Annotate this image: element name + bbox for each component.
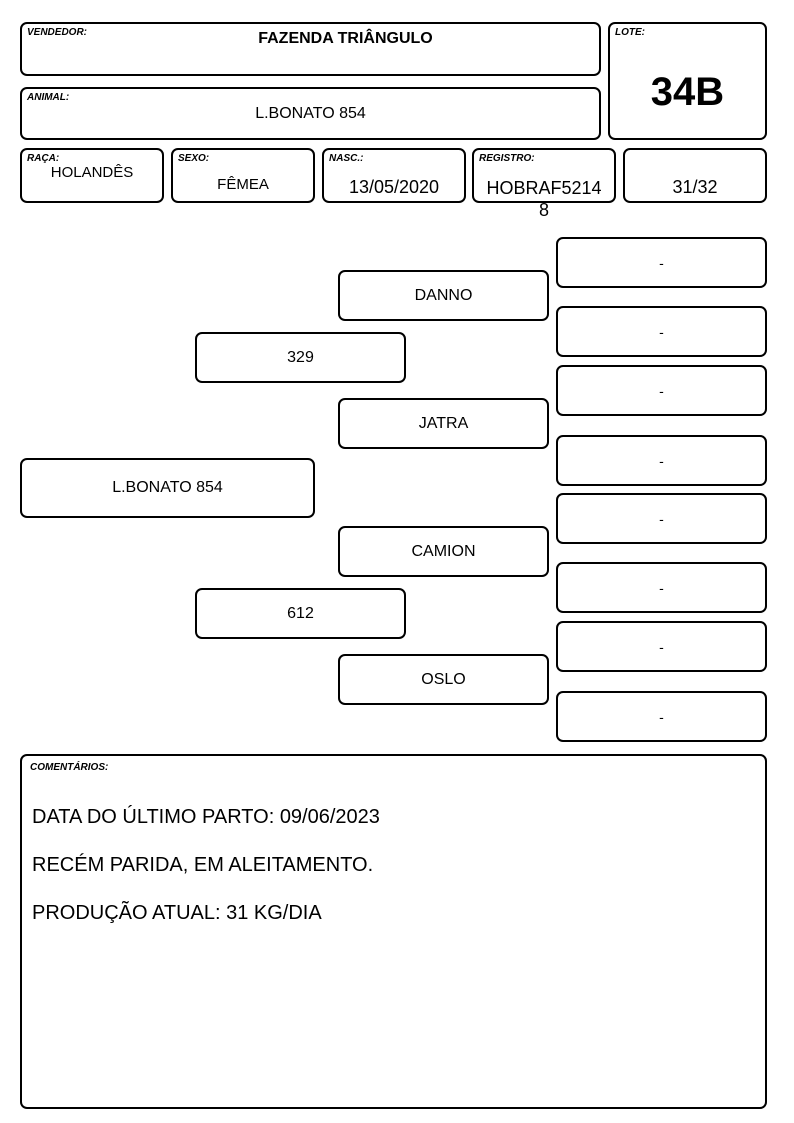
great-grandparent-1: -	[556, 237, 767, 288]
comments-label: COMENTÁRIOS:	[30, 762, 109, 773]
parent-2: 612	[195, 588, 406, 639]
registry-value: HOBRAF5214 8	[486, 178, 602, 220]
grandparent-4: OSLO	[338, 654, 549, 705]
pedigree-animal: L.BONATO 854	[20, 458, 315, 518]
comment-line-1: DATA DO ÚLTIMO PARTO: 09/06/2023	[32, 806, 380, 828]
seller-box: VENDEDOR: FAZENDA TRIÂNGULO	[20, 22, 601, 76]
sex-value: FÊMEA	[217, 176, 269, 193]
comments-text: DATA DO ÚLTIMO PARTO: 09/06/2023 RECÉM P…	[32, 781, 755, 949]
seller-label: VENDEDOR:	[27, 27, 88, 38]
breed-box: RAÇA: HOLANDÊS	[20, 148, 164, 203]
great-grandparent-4: -	[556, 435, 767, 486]
great-grandparent-8: -	[556, 691, 767, 742]
grade-value: 31/32	[672, 177, 718, 197]
animal-box: ANIMAL: L.BONATO 854	[20, 87, 601, 140]
lot-value: 34B	[650, 70, 725, 114]
grandparent-3: CAMION	[338, 526, 549, 577]
breed-value: HOLANDÊS	[50, 164, 134, 181]
great-grandparent-5: -	[556, 493, 767, 544]
comment-line-2: RECÉM PARIDA, EM ALEITAMENTO.	[32, 854, 374, 876]
lot-box: LOTE: 34B	[608, 22, 767, 140]
animal-label: ANIMAL:	[27, 92, 70, 103]
registry-box: REGISTRO: HOBRAF5214 8	[472, 148, 616, 220]
parent-1: 329	[195, 332, 406, 383]
sex-label: SEXO:	[178, 153, 210, 164]
breed-label: RAÇA:	[27, 153, 60, 164]
seller-value: FAZENDA TRIÂNGULO	[258, 30, 433, 47]
animal-value: L.BONATO 854	[255, 105, 366, 122]
birth-box: NASC.: 13/05/2020	[322, 148, 466, 203]
grade-box: 31/32	[623, 148, 767, 203]
grandparent-1: DANNO	[338, 270, 549, 321]
birth-value: 13/05/2020	[348, 177, 440, 197]
grandparent-2: JATRA	[338, 398, 549, 449]
great-grandparent-6: -	[556, 562, 767, 613]
comments-box: COMENTÁRIOS: DATA DO ÚLTIMO PARTO: 09/06…	[20, 754, 767, 1109]
comment-line-3: PRODUÇÃO ATUAL: 31 KG/DIA	[32, 902, 322, 924]
birth-label: NASC.:	[329, 153, 364, 164]
sex-box: SEXO: FÊMEA	[171, 148, 315, 203]
registry-label: REGISTRO:	[479, 153, 535, 164]
great-grandparent-3: -	[556, 365, 767, 416]
lot-label: LOTE:	[615, 27, 645, 38]
great-grandparent-2: -	[556, 306, 767, 357]
great-grandparent-7: -	[556, 621, 767, 672]
